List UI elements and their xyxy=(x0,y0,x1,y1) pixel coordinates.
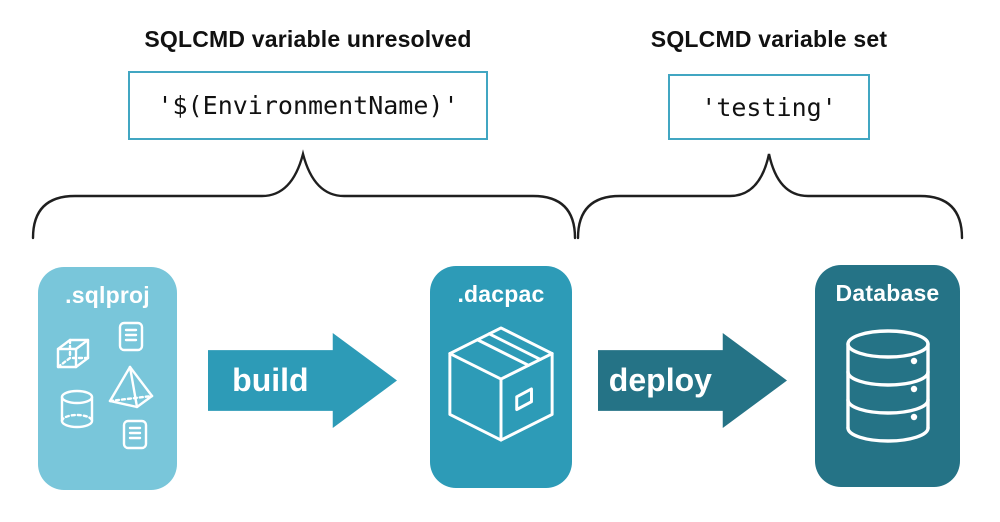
cylinder-icon xyxy=(60,389,93,429)
node-dacpac: .dacpac xyxy=(430,266,572,488)
build-arrow: build xyxy=(208,333,397,428)
heading-variable-unresolved: SQLCMD variable unresolved xyxy=(144,26,472,52)
code-box-environment-variable: '$(EnvironmentName)' xyxy=(128,71,488,140)
brace-right xyxy=(576,153,964,240)
code-text-environment-variable: '$(EnvironmentName)' xyxy=(157,91,459,120)
build-arrow-label: build xyxy=(232,362,309,398)
package-box-icon xyxy=(448,326,554,442)
deploy-arrow: deploy xyxy=(598,333,787,428)
heading-variable-set: SQLCMD variable set xyxy=(650,26,888,52)
code-box-testing-value: 'testing' xyxy=(668,74,870,140)
script-scroll-icon xyxy=(118,321,143,352)
node-database-label: Database xyxy=(835,280,940,306)
deploy-arrow-label: deploy xyxy=(608,362,712,398)
node-sqlproj-label: .sqlproj xyxy=(65,282,150,308)
cube-icon xyxy=(56,338,89,369)
pyramid-icon xyxy=(108,365,153,409)
script-scroll-icon xyxy=(122,419,147,450)
node-sqlproj: .sqlproj xyxy=(38,267,177,490)
sql-objects-icon xyxy=(56,321,153,450)
node-dacpac-label: .dacpac xyxy=(457,281,545,307)
code-text-testing-value: 'testing' xyxy=(701,92,837,122)
node-database: Database xyxy=(815,265,960,487)
brace-left xyxy=(31,149,577,240)
database-cylinder-icon xyxy=(845,329,930,443)
